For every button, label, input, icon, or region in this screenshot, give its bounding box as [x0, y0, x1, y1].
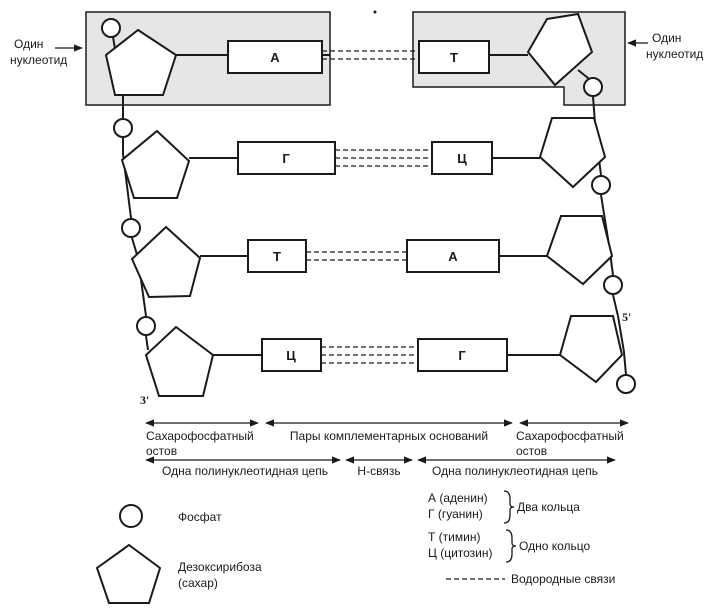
phosphate-legend-icon: [119, 504, 143, 528]
right-nucleotide-label: Один нуклеотид: [627, 31, 703, 61]
right-sugars: [526, 12, 624, 384]
backbone-left-label-2: остов: [146, 444, 177, 458]
sugar-base-connectors: [176, 54, 560, 356]
phosphates: [101, 18, 636, 394]
base-box-left: [237, 141, 336, 175]
base-label: Ц: [286, 348, 296, 363]
deoxyribose-legend-label: Дезоксирибоза: [178, 560, 262, 574]
left-nucleotide-label: Один нуклеотид: [10, 37, 83, 67]
purines-note: Два кольца: [517, 500, 580, 514]
phosphate-circle: [101, 18, 121, 38]
deoxyribose-pentagon: [120, 129, 191, 199]
deoxyribose-pentagon: [144, 325, 215, 397]
pyrimidine-brace: [505, 529, 517, 563]
base-pair-row-4: Ц Г: [261, 338, 508, 372]
phosphate-circle: [603, 275, 623, 295]
phosphate-legend-label: Фосфат: [178, 510, 222, 524]
legend: Фосфат Дезоксирибоза (сахар) А (аденин) …: [95, 490, 615, 604]
chain-right-label: Одна полинуклеотидная цепь: [432, 464, 598, 478]
pyrimidines-note: Одно кольцо: [519, 539, 590, 553]
hydrogen-bonds: [306, 50, 432, 364]
pyrimidine-thymine: Т (тимин): [428, 530, 480, 544]
phosphate-circle: [136, 316, 156, 336]
base-label: А: [448, 249, 458, 264]
purine-adenine: А (аденин): [428, 491, 488, 505]
purine-guanine: Г (гуанин): [428, 507, 483, 521]
phosphate-circle: [121, 218, 141, 238]
base-box-right: [431, 141, 493, 175]
base-label: Т: [450, 50, 458, 65]
base-label: Г: [458, 348, 466, 363]
h-bond-label: Н-связь: [357, 464, 400, 478]
base-pair-row-2: Г Ц: [237, 141, 493, 175]
backbone-left-label: Сахарофосфатный: [146, 429, 254, 443]
deoxyribose-legend-label-2: (сахар): [178, 576, 218, 590]
left-sugars: [104, 28, 215, 397]
chain-left-label: Одна полинуклеотидная цепь: [162, 464, 328, 478]
base-box-right: [417, 338, 508, 372]
pairs-label: Пары комплементарных оснований: [290, 429, 488, 443]
left-nucleotide-label-line1: Один: [14, 37, 43, 51]
brackets-row-2: Одна полинуклеотидная цепь Н-связь Одна …: [145, 456, 616, 478]
backbone-right-label: Сахарофосфатный: [516, 429, 624, 443]
base-box-left: [261, 338, 322, 372]
phosphate-circle: [616, 374, 636, 394]
deoxyribose-legend-icon: [95, 543, 162, 604]
deoxyribose-pentagon: [558, 315, 624, 384]
brackets-row-1: Сахарофосфатный остов Пары комплементарн…: [145, 419, 629, 458]
end-label-5prime: 5': [622, 310, 631, 324]
base-box-right: [406, 239, 500, 273]
deoxyribose-pentagon: [130, 225, 202, 299]
pyrimidine-cytosine: Ц (цитозин): [428, 546, 493, 560]
right-nucleotide-label-line1: Один: [652, 31, 681, 45]
end-label-3prime: 3': [140, 393, 149, 407]
base-label: Ц: [457, 151, 467, 166]
base-box-right: [418, 40, 490, 74]
base-label: Т: [273, 249, 281, 264]
deoxyribose-pentagon: [538, 117, 607, 189]
base-box-left: [227, 40, 323, 74]
base-pair-row-1: А Т: [227, 40, 490, 74]
base-label: А: [270, 50, 280, 65]
backbone-right-label-2: остов: [516, 444, 547, 458]
phosphate-circle: [591, 175, 611, 195]
base-pair-row-3: Т А: [247, 239, 500, 273]
hydrogen-bonds-label: Водородные связи: [511, 572, 615, 586]
phosphate-circle: [113, 118, 133, 138]
right-nucleotide-label-line2: нуклеотид: [646, 47, 703, 61]
deoxyribose-pentagon: [104, 28, 178, 96]
purine-brace: [503, 490, 515, 524]
deoxyribose-pentagon: [526, 12, 594, 87]
base-label: Г: [282, 151, 290, 166]
phosphate-circle: [583, 77, 603, 97]
base-box-left: [247, 239, 307, 273]
left-nucleotide-label-line2: нуклеотид: [10, 53, 67, 67]
deoxyribose-pentagon: [545, 215, 614, 286]
scan-speck: [373, 10, 377, 14]
